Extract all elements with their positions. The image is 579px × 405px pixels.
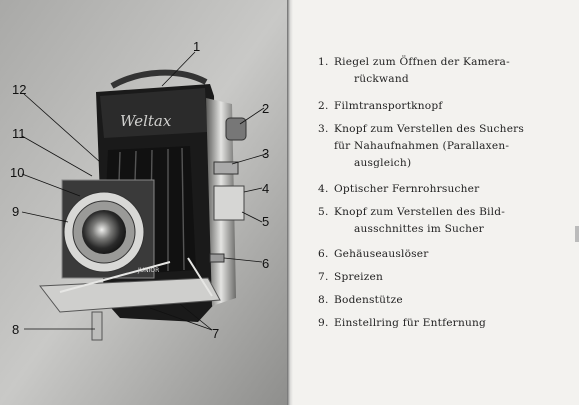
legend-item: 2. Filmtransportknopf <box>318 98 563 115</box>
callout-8: 8 <box>12 322 19 337</box>
legend-line: Spreizen <box>334 271 384 283</box>
legend-number: 2. <box>318 100 329 112</box>
legend-line: Knopf zum Verstellen des Bild- <box>334 206 505 218</box>
callout-12: 12 <box>12 82 26 97</box>
legend-number: 6. <box>318 248 329 260</box>
legend-line: ausschnittes im Sucher <box>354 223 484 235</box>
lens-label: JUNIOR <box>137 267 159 274</box>
legend-item: 5. Knopf zum Verstellen des Bild-ausschni… <box>318 204 563 238</box>
legend-line: Filmtransportknopf <box>334 100 443 112</box>
legend-item: 4. Optischer Fernrohrsucher <box>318 181 563 198</box>
callout-6: 6 <box>262 256 269 271</box>
legend-line: Riegel zum Öffnen der Kamera- <box>334 56 510 68</box>
callout-2: 2 <box>262 101 269 116</box>
callout-7: 7 <box>212 326 219 341</box>
legend-number: 9. <box>318 317 329 329</box>
legend-text: Spreizen <box>334 269 563 286</box>
callout-9: 9 <box>12 204 19 219</box>
callout-10: 10 <box>10 165 24 180</box>
legend-line: Knopf zum Verstellen des Suchers <box>334 123 525 135</box>
edge-mark <box>575 226 579 242</box>
legend-text: Filmtransportknopf <box>334 98 563 115</box>
legend-item: 8. Bodenstütze <box>318 292 563 309</box>
legend-text: Gehäuseauslöser <box>334 246 563 263</box>
legend-text: Knopf zum Verstellen des Suchers für Naha… <box>334 121 563 172</box>
legend-item: 6. Gehäuseauslöser <box>318 246 563 263</box>
callout-3: 3 <box>262 146 269 161</box>
legend-item: 7. Spreizen <box>318 269 563 286</box>
legend-text: Knopf zum Verstellen des Bild-ausschnitt… <box>334 204 563 238</box>
legend-line: Gehäuseauslöser <box>334 248 429 260</box>
legend-line: Einstellring für Entfernung <box>334 317 487 329</box>
legend-number: 3. <box>318 123 329 135</box>
legend-line: ausgleich) <box>354 157 412 169</box>
page-spine <box>287 0 293 405</box>
legend-text: Bodenstütze <box>334 292 563 309</box>
legend-number: 7. <box>318 271 329 283</box>
legend-line: Optischer Fernrohrsucher <box>334 183 480 195</box>
legend-number: 4. <box>318 183 329 195</box>
legend-item: 3. Knopf zum Verstellen des Suchers für Na… <box>318 121 563 172</box>
legend-number: 5. <box>318 206 329 218</box>
legend-number: 1. <box>318 56 329 68</box>
callout-4: 4 <box>262 181 269 196</box>
legend-line: für Nahaufnahmen (Parallaxen- <box>334 140 510 152</box>
legend-text: Einstellring für Entfernung <box>334 315 563 332</box>
callout-11: 11 <box>12 126 26 141</box>
parts-legend: 1. Riegel zum Öffnen der Kamera-rückwand 2… <box>318 54 563 332</box>
callout-5: 5 <box>262 214 269 229</box>
legend-line: rückwand <box>354 73 409 85</box>
callout-1: 1 <box>193 39 200 54</box>
camera-photo: Weltax JUNIOR <box>0 0 289 405</box>
legend-item: 1. Riegel zum Öffnen der Kamera-rückwand <box>318 54 563 88</box>
legend-line: Bodenstütze <box>334 294 403 306</box>
brand-logo: Weltax <box>120 112 172 130</box>
legend-item: 9. Einstellring für Entfernung <box>318 315 563 332</box>
legend-number: 8. <box>318 294 329 306</box>
legend-text: Optischer Fernrohrsucher <box>334 181 563 198</box>
legend-text: Riegel zum Öffnen der Kamera-rückwand <box>334 54 563 88</box>
